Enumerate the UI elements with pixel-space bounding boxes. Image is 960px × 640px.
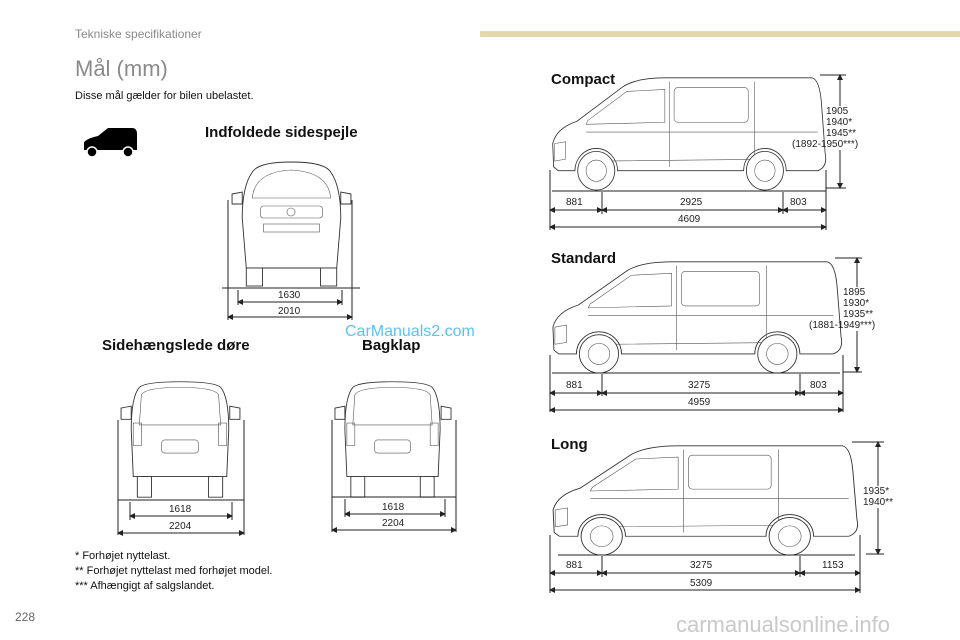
long-heading: Long [551,436,588,453]
van-side-standard [552,261,843,374]
van-side-long [552,445,859,556]
front-view-heading: Indfoldede sidespejle [205,124,358,141]
height-value: 1945** [826,128,857,139]
standard-front-overhang: 881 [566,380,583,391]
page-title: Mål (mm) [75,56,168,81]
van-front-view [231,161,352,287]
height-value: 1930* [843,298,870,309]
standard-heading: Standard [551,250,617,267]
side-doors-outer-width: 2204 [169,521,192,532]
standard-length: 4959 [688,397,711,408]
height-value: 1935* [863,486,890,497]
standard-wheelbase: 3275 [688,380,711,391]
page-number: 228 [15,610,36,624]
long-heights: 1935* 1940** [863,486,894,508]
standard-heights: 1895 1930* 1935** (1881-1949***) [809,287,876,331]
compact-front-overhang: 881 [566,197,583,208]
compact-wheelbase: 2925 [680,197,703,208]
height-value: 1935** [843,309,874,320]
page-subtitle: Disse mål gælder for bilen ubelastet. [75,90,254,102]
header-accent-bar [480,31,960,37]
footnote-1: * Forhøjet nyttelast. [75,550,171,562]
van-icon [84,128,137,158]
standard-rear-overhang: 803 [810,380,827,391]
long-front-overhang: 881 [566,560,583,571]
height-value: (1881-1949***) [809,320,876,331]
compact-heading: Compact [551,71,616,88]
watermark-bottom: carmanualsonline.info [676,612,891,637]
height-value: 1940* [826,117,853,128]
compact-length: 4609 [678,214,701,225]
front-inner-width: 1630 [278,290,301,301]
height-value: 1940** [863,497,894,508]
van-side-compact [552,77,827,191]
height-value: 1905 [826,106,849,117]
long-length: 5309 [690,578,713,589]
van-rear-side-doors-view [120,381,241,498]
side-doors-inner-width: 1618 [169,504,192,515]
tailgate-heading: Bagklap [362,337,421,354]
height-value: 1895 [843,287,866,298]
watermark-top: CarManuals2.com [345,323,475,340]
front-outer-width: 2010 [278,306,301,317]
side-doors-heading: Sidehængslede døre [102,337,250,354]
compact-rear-overhang: 803 [790,197,807,208]
footnote-2: ** Forhøjet nyttelast med forhøjet model… [75,565,273,577]
section-header: Tekniske specifikationer [75,27,202,41]
height-value: (1892-1950***) [792,139,859,150]
long-wheelbase: 3275 [690,560,713,571]
van-rear-tailgate-view [334,381,452,498]
footnote-3: *** Afhængigt af salgslandet. [75,580,215,592]
long-rear-overhang: 1153 [822,560,844,571]
tailgate-inner-width: 1618 [382,502,405,513]
compact-heights: 1905 1940* 1945** (1892-1950***) [792,106,859,150]
tailgate-outer-width: 2204 [382,518,405,529]
